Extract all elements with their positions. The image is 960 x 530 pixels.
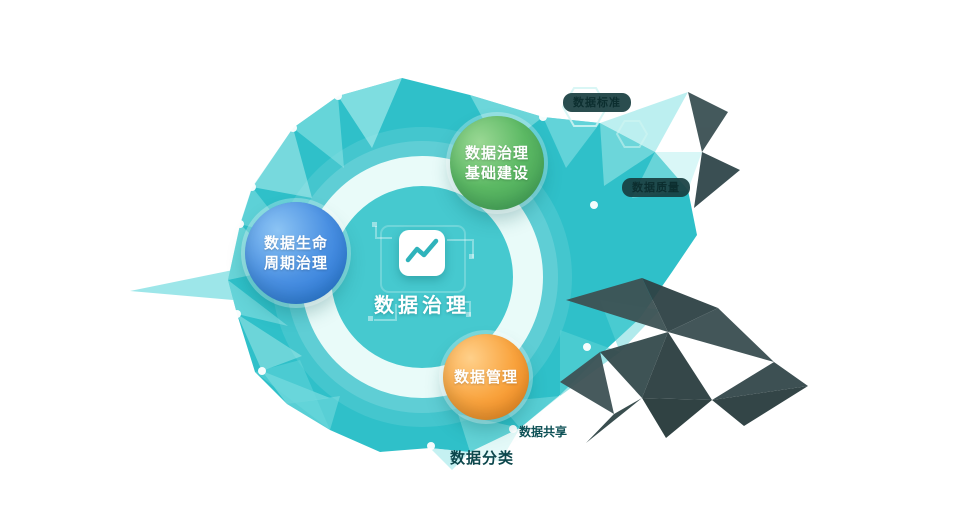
node-label-line: 数据管理 [453, 367, 518, 386]
satellite-label-classify: 数据分类 [450, 449, 515, 467]
satellite-pill-mid: 数据质量 [622, 178, 690, 197]
node-label-line: 数据治理 [464, 143, 529, 162]
node-lifecycle-governance: 数据生命 周期治理 [245, 202, 347, 304]
satellite-pill-top: 数据标准 [563, 93, 631, 112]
circuit-pattern [368, 222, 474, 321]
facet-triangles [228, 78, 702, 470]
node-label-line: 基础建设 [464, 164, 529, 182]
node-data-management: 数据管理 [443, 334, 529, 420]
satellite-label-share: 数据共享 [519, 425, 568, 439]
node-governance-foundation: 数据治理 基础建设 [450, 116, 544, 210]
vertex-dots [233, 92, 598, 450]
node-label-line: 数据生命 [263, 233, 328, 252]
dark-polygons [560, 92, 808, 443]
blob-left-spike [130, 270, 233, 300]
node-label-line: 周期治理 [263, 254, 328, 272]
